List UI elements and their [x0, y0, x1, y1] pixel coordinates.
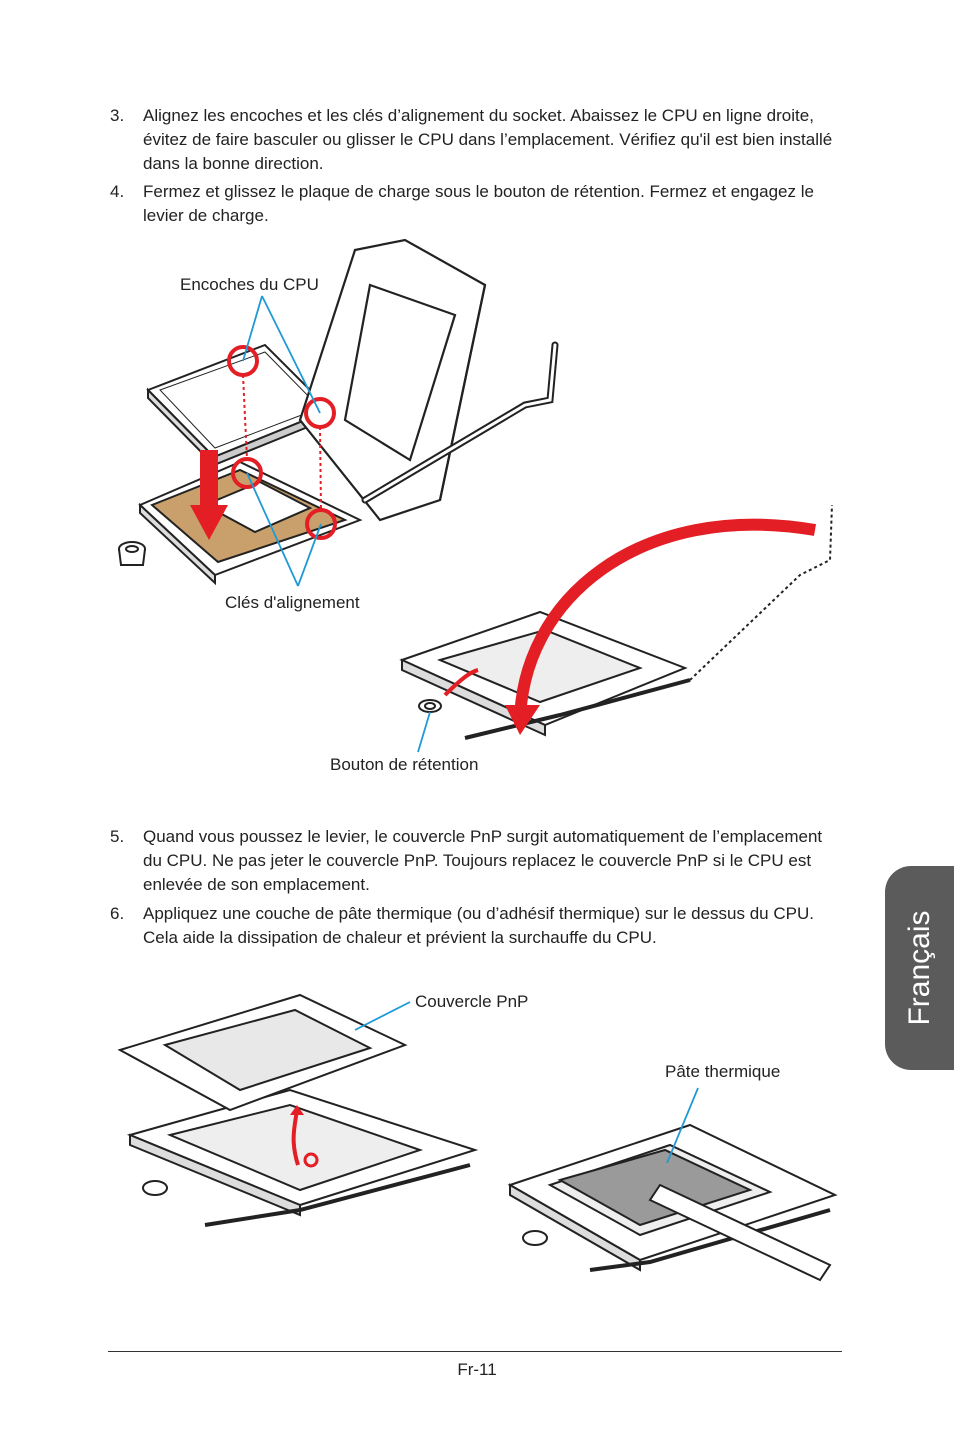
label-pnp-cover: Couvercle PnP: [415, 992, 529, 1011]
step-3: 3. Alignez les encoches et les clés d’al…: [110, 104, 845, 176]
lever-sweep-arrow: [514, 518, 817, 726]
retention-button: [142, 1180, 168, 1196]
retention-button: [418, 699, 442, 713]
label-alignment-keys: Clés d'alignement: [225, 593, 360, 612]
step-5: 5. Quand vous poussez le levier, le couv…: [110, 825, 845, 897]
language-tab: Français: [885, 866, 954, 1070]
step-number: 3.: [110, 106, 125, 125]
socket-closed: [399, 610, 691, 740]
callout-lines: [242, 295, 322, 587]
step-text: Quand vous poussez le levier, le couverc…: [143, 827, 823, 894]
step-4: 4. Fermez et glissez le plaque de charge…: [110, 180, 845, 228]
step-text: Appliquez une couche de pâte thermique (…: [143, 904, 814, 947]
label-retention-button: Bouton de rétention: [330, 755, 479, 774]
retention-button: [522, 1230, 548, 1246]
down-arrow: [190, 450, 228, 540]
label-thermal-paste: Pâte thermique: [665, 1062, 781, 1081]
page-number: Fr-11: [457, 1360, 497, 1379]
step-text: Alignez les encoches et les clés d’align…: [143, 106, 833, 173]
step-number: 5.: [110, 827, 125, 846]
step-number: 4.: [110, 182, 125, 201]
syringe: [648, 1183, 832, 1282]
label-cpu-notches: Encoches du CPU: [180, 275, 319, 294]
retention-screw: [118, 541, 146, 566]
language-tab-label: Français: [902, 910, 936, 1026]
footer-divider: [108, 1351, 842, 1352]
step-number: 6.: [110, 904, 125, 923]
step-text: Fermez et glissez le plaque de charge so…: [143, 182, 814, 225]
step-6: 6. Appliquez une couche de pâte thermiqu…: [110, 902, 845, 950]
cpu-chip: [146, 343, 332, 468]
load-plate-open: [298, 238, 487, 522]
